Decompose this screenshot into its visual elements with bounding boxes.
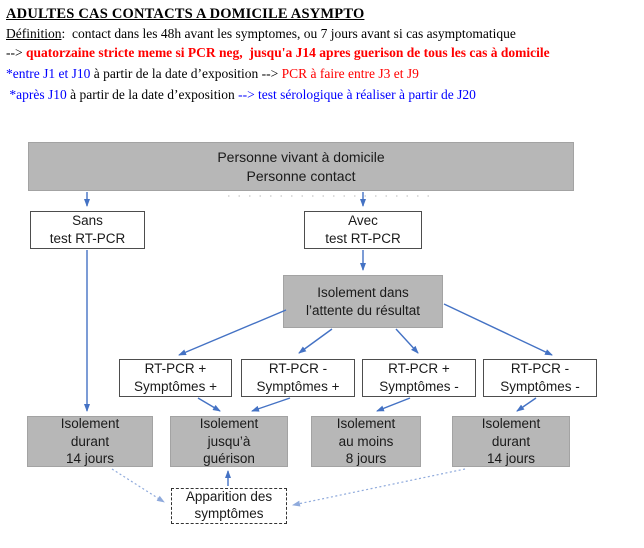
arrow-attente-to-result1 [178,309,287,356]
definition-text: : contact dans les 48h avant les symptom… [61,26,516,41]
quarantine-rule-line: --> quatorzaine stricte meme si PCR neg,… [6,45,550,62]
outcome2-line3: guérison [203,451,255,467]
note-after-j10-line: *après J10 à partir de la date d’exposit… [6,87,476,104]
dotted-arrow-14j-left-to-symptomes [111,468,165,503]
result3-line2: Symptômes - [379,379,459,394]
result-box-pcr-pos-sympt-pos: RT-PCR + Symptômes + [119,359,232,397]
result1-line1: RT-PCR + [144,361,207,377]
symptoms-box: Apparition des symptômes [171,488,287,524]
outcome3-line3: 8 jours [345,451,387,467]
rule-arrow: --> [6,45,26,60]
note2-black-segment: à partir de la date d’exposition [66,87,239,102]
isolement-attente-box: Isolement dans l’attente du résultat [283,275,443,328]
outcome1-line3: 14 jours [65,451,115,467]
dotted-arrow-14j-right-to-symptomes [292,468,466,507]
definition-line: Définition: contact dans les 48h avant l… [6,26,516,43]
outcome4-line1: Isolement [481,415,541,431]
result1-line2: Symptômes + [134,379,217,394]
outcome2-line1: Isolement [199,415,259,431]
outcome-box-8-jours: Isolement au moins 8 jours [311,416,421,467]
avec-test-line1: Avec [348,213,378,229]
isolement-attente-line1: Isolement dans [317,284,409,300]
definition-label: Définition [6,26,62,41]
outcome1-line1: Isolement [60,415,120,431]
arrow-attente-to-result3 [395,328,419,354]
result-box-pcr-neg-sympt-neg: RT-PCR - Symptômes - [483,359,597,397]
outcome1-line2: durant [70,433,110,449]
note2-blue-start: *après J10 [6,87,67,102]
result2-line2: Symptômes + [256,379,340,394]
arrow-result1-to-guerison [197,397,221,412]
note2-blue-end: --> test sérologique à réaliser à partir… [238,87,476,102]
result2-line1: RT-PCR - [268,361,328,377]
arrow-attente-to-result2 [298,328,333,354]
rule-text: quatorzaine stricte meme si PCR neg, jus… [25,45,550,60]
person-box: Personne vivant à domicile Personne cont… [28,142,574,191]
outcome3-line2: au moins [338,433,394,449]
arrow-result3-to-8jours [376,397,411,412]
note1-black-segment: à partir de la date d’exposition --> [90,66,282,81]
arrow-result2-to-guerison [251,397,291,412]
note1-red-segment: PCR à faire entre J3 et J9 [281,66,419,81]
outcome4-line3: 14 jours [486,451,536,467]
result3-line1: RT-PCR + [388,361,450,377]
sans-test-line2: test RT-PCR [49,231,126,246]
isolement-attente-line2: l’attente du résultat [305,302,421,318]
doc-title: ADULTES CAS CONTACTS A DOMICILE ASYMPTO [6,6,365,22]
person-box-line1: Personne vivant à domicile [217,149,385,166]
avec-test-box: Avec test RT-PCR [304,211,422,249]
outcome-box-14-jours-right: Isolement durant 14 jours [452,416,570,467]
result4-line2: Symptômes - [500,379,580,394]
note1-blue-segment: *entre J1 et J10 [6,66,91,81]
outcome2-line2: jusqu’à [207,433,251,449]
note-j1-j10-line: *entre J1 et J10 à partir de la date d’e… [6,66,419,83]
arrow-attente-to-result4 [443,303,553,356]
person-box-line2: Personne contact [246,167,356,184]
arrow-result4-to-14jours [516,397,537,412]
symptoms-line2: symptômes [194,506,264,521]
outcome3-line1: Isolement [336,415,396,431]
avec-test-line2: test RT-PCR [325,231,401,246]
symptoms-line1: Apparition des [185,489,273,505]
sans-test-box: Sans test RT-PCR [30,211,145,249]
outcome-box-guerison: Isolement jusqu’à guérison [170,416,288,467]
outcome-box-14-jours-left: Isolement durant 14 jours [27,416,153,467]
result-box-pcr-pos-sympt-neg: RT-PCR + Symptômes - [362,359,476,397]
outcome4-line2: durant [491,433,531,449]
result4-line1: RT-PCR - [510,361,570,377]
result-box-pcr-neg-sympt-pos: RT-PCR - Symptômes + [241,359,355,397]
sans-test-line1: Sans [72,213,103,229]
